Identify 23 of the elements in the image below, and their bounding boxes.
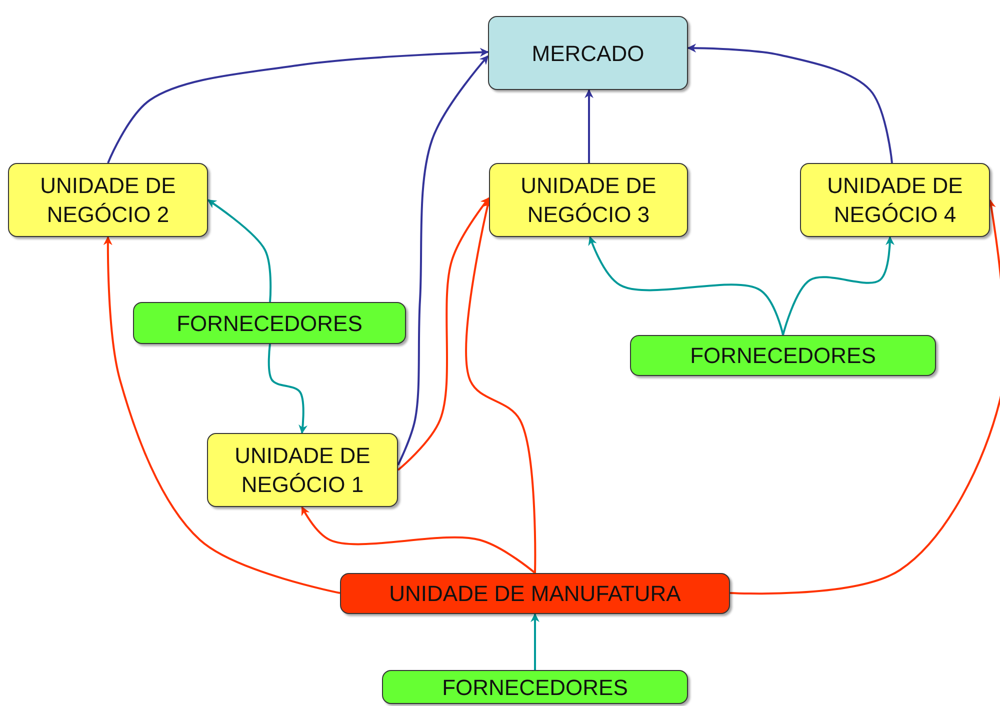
arrow (107, 48, 489, 164)
supplier-box: FORNECEDORES (382, 670, 688, 704)
business-unit-box: UNIDADE DE NEGÓCIO 1 (207, 433, 398, 507)
arrow (397, 197, 490, 471)
arrow (301, 506, 536, 574)
business-unit-box: UNIDADE DE NEGÓCIO 4 (800, 163, 990, 237)
arrow (584, 89, 594, 163)
arrow (730, 199, 1000, 595)
business-unit-box: UNIDADE DE NEGÓCIO 3 (489, 163, 688, 237)
arrow (687, 44, 893, 164)
arrow (103, 236, 340, 594)
arrow (782, 236, 894, 336)
manufacturing-box: UNIDADE DE MANUFATURA (340, 573, 730, 614)
arrow (588, 236, 784, 336)
arrow (207, 199, 272, 302)
supplier-box: FORNECEDORES (630, 335, 936, 376)
supplier-box: FORNECEDORES (133, 302, 406, 344)
arrow (465, 199, 536, 574)
arrow (268, 344, 308, 434)
arrow (397, 55, 489, 466)
market-box: MERCADO (488, 16, 688, 90)
arrow (530, 613, 540, 670)
business-unit-box: UNIDADE DE NEGÓCIO 2 (8, 163, 208, 237)
